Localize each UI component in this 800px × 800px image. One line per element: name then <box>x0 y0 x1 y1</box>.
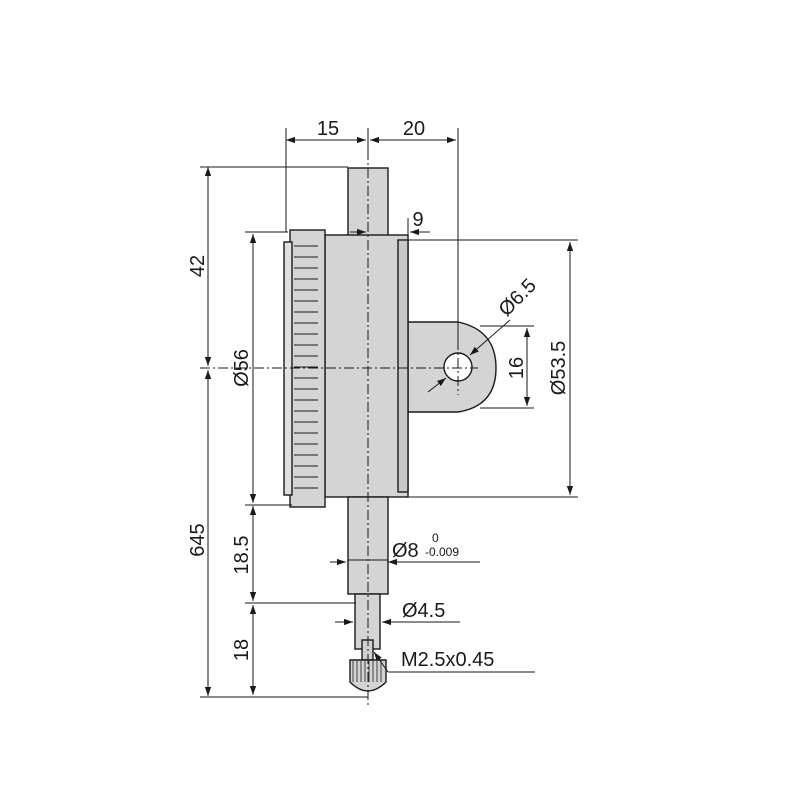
dimension-lines <box>200 128 578 698</box>
dim-stem-length: 18.5 <box>231 536 253 575</box>
gauge-body <box>283 167 497 692</box>
dim-total-height: 645 <box>187 523 209 556</box>
dim-hole-diameter: Ø6.5 <box>495 275 541 321</box>
dim-tip-length: 18 <box>231 639 253 661</box>
dim-lug-offset: 9 <box>412 209 423 231</box>
dim-width-right: 20 <box>403 118 425 140</box>
dim-spindle-diameter: Ø4.5 <box>402 600 445 622</box>
bezel-knurl <box>294 245 318 489</box>
dim-stem-diameter: Ø8 <box>392 540 419 562</box>
dim-lug-height: 16 <box>506 357 528 379</box>
dim-stem-tol-upper: 0 <box>432 531 439 545</box>
dim-width-left: 15 <box>317 118 339 140</box>
contact-point-knurl <box>352 661 382 682</box>
dim-back-diameter: Ø53.5 <box>548 341 570 395</box>
dim-dial-diameter: Ø56 <box>231 349 253 387</box>
dim-height-top: 42 <box>187 255 209 277</box>
housing-back-step <box>397 239 409 493</box>
dim-thread: M2.5x0.45 <box>401 649 494 671</box>
housing <box>324 234 409 498</box>
dim-stem-tol-lower: -0.009 <box>425 545 459 559</box>
